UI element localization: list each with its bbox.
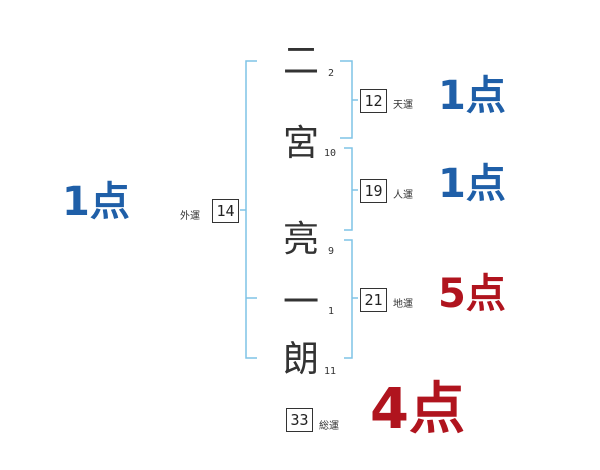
soukaku-label: 総運	[319, 421, 339, 432]
name-char-2: 宮	[283, 123, 320, 164]
tenkaku-label: 天運	[393, 100, 413, 111]
stroke-count-2: 10	[324, 148, 337, 159]
gaikaku-score: 1点	[62, 179, 130, 225]
name-char-1: 二	[283, 41, 320, 82]
stroke-count-1: 2	[328, 68, 335, 79]
jinkaku-score: 1点	[438, 161, 506, 207]
stroke-count-3: 9	[328, 246, 335, 257]
tenkaku-score: 1点	[438, 73, 506, 119]
chikaku-label: 地運	[393, 299, 413, 310]
name-char-3: 亮	[283, 219, 320, 260]
chikaku-value-box: 21	[360, 288, 387, 312]
jinkaku-value-box: 19	[360, 179, 387, 203]
name-char-4: 一	[283, 282, 320, 323]
soukaku-value-box: 33	[286, 408, 313, 432]
gaikaku-value-box: 14	[212, 199, 239, 223]
stroke-count-4: 1	[328, 306, 335, 317]
tenkaku-value-box: 12	[360, 89, 387, 113]
chikaku-score: 5点	[438, 271, 506, 317]
gaikaku-label: 外運	[180, 211, 200, 222]
name-char-5: 朗	[283, 339, 320, 380]
jinkaku-label: 人運	[393, 190, 413, 201]
stroke-count-5: 11	[324, 366, 337, 377]
soukaku-score: 4点	[370, 377, 465, 442]
